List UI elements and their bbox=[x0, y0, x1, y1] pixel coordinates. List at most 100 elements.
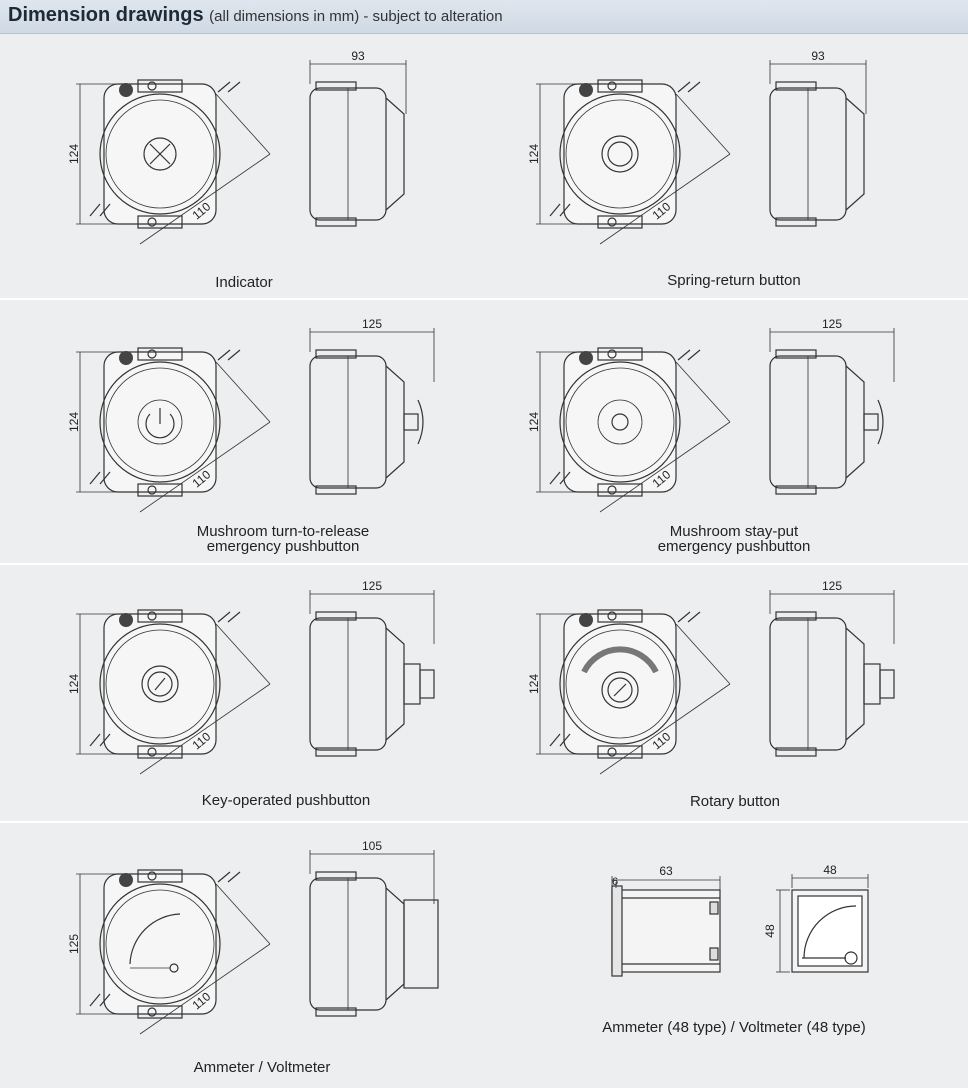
dim-width-label: 125 bbox=[362, 579, 382, 593]
side-clamp bbox=[775, 485, 817, 495]
dim-diagonal bbox=[599, 623, 731, 775]
side-clamp bbox=[315, 611, 357, 621]
front-inner-ring bbox=[565, 367, 675, 477]
fin bbox=[99, 733, 111, 747]
front-bezel bbox=[559, 93, 681, 215]
clamp bbox=[137, 745, 183, 759]
side-actuator bbox=[403, 413, 419, 431]
dim-height-label: 124 bbox=[527, 674, 541, 694]
dim-height-label: 124 bbox=[67, 412, 81, 432]
fin bbox=[677, 81, 691, 93]
fin bbox=[677, 611, 691, 623]
front-inner-ring bbox=[105, 99, 215, 209]
clamp bbox=[597, 215, 643, 229]
screw-icon bbox=[147, 611, 157, 621]
meter-48-terminal bbox=[709, 947, 719, 961]
dim-width bbox=[309, 590, 435, 644]
front-bezel bbox=[559, 361, 681, 483]
row-divider bbox=[0, 563, 968, 565]
dim-height bbox=[536, 351, 580, 493]
side-clamp bbox=[315, 349, 357, 359]
key-cylinder bbox=[141, 665, 179, 703]
front-inner-ring bbox=[105, 367, 215, 477]
row-divider bbox=[0, 821, 968, 823]
dim-diagonal bbox=[139, 883, 271, 1035]
fin bbox=[559, 471, 571, 485]
dim-width-label: 105 bbox=[362, 839, 382, 853]
front-bezel bbox=[559, 623, 681, 745]
clamp bbox=[137, 215, 183, 229]
side-clamp bbox=[775, 217, 817, 227]
side-view bbox=[309, 349, 424, 495]
screw-icon bbox=[147, 81, 157, 91]
screw-icon bbox=[607, 349, 617, 359]
side-mushroom-head bbox=[417, 399, 424, 445]
caption-key-operated-pushbutton: Key-operated pushbutton bbox=[201, 792, 371, 809]
caption-rotary-button: Rotary button bbox=[689, 793, 781, 810]
fin bbox=[227, 81, 241, 93]
front-housing bbox=[563, 613, 677, 755]
earth-screw-icon bbox=[119, 351, 133, 365]
meter-48-depth-label: 63 bbox=[659, 864, 673, 878]
lamp-lens-icon bbox=[143, 137, 177, 171]
dim-diagonal bbox=[139, 93, 271, 245]
button-ring bbox=[601, 135, 639, 173]
mushroom-center-icon bbox=[611, 413, 629, 431]
dim-diagonal bbox=[599, 93, 731, 245]
meter-48-front-view bbox=[791, 889, 869, 973]
side-clamp bbox=[315, 217, 357, 227]
dim-width bbox=[769, 60, 867, 114]
screw-icon bbox=[147, 485, 157, 495]
screw-icon bbox=[607, 485, 617, 495]
side-actuator bbox=[403, 663, 421, 705]
side-clamp bbox=[315, 81, 357, 91]
dim-width-label: 125 bbox=[822, 579, 842, 593]
fin bbox=[549, 203, 561, 217]
front-inner-ring bbox=[565, 99, 675, 209]
earth-screw-icon bbox=[119, 873, 133, 887]
front-housing bbox=[563, 351, 677, 493]
side-clamp bbox=[315, 485, 357, 495]
screw-icon bbox=[607, 217, 617, 227]
clamp bbox=[137, 609, 183, 623]
side-key-head bbox=[879, 669, 895, 699]
front-housing bbox=[103, 873, 217, 1015]
clamp bbox=[597, 609, 643, 623]
dim-height-label: 124 bbox=[67, 674, 81, 694]
dim-height-label: 124 bbox=[527, 144, 541, 164]
clamp bbox=[597, 745, 643, 759]
side-front-bezel bbox=[385, 887, 405, 1001]
screw-icon bbox=[147, 871, 157, 881]
fin bbox=[687, 81, 701, 93]
meter-48-dim-depth bbox=[611, 876, 721, 890]
front-bezel bbox=[99, 883, 221, 1005]
meter-scale-arc bbox=[129, 913, 181, 965]
front-housing bbox=[563, 83, 677, 225]
dim-width-label: 93 bbox=[811, 49, 825, 63]
screw-icon bbox=[607, 747, 617, 757]
side-front-bezel bbox=[385, 365, 405, 479]
front-bezel bbox=[99, 623, 221, 745]
side-front-bezel bbox=[845, 97, 865, 211]
front-view bbox=[89, 609, 241, 759]
fin bbox=[549, 471, 561, 485]
earth-screw-icon bbox=[579, 351, 593, 365]
clamp bbox=[137, 79, 183, 93]
side-front-bezel bbox=[845, 627, 865, 741]
fin bbox=[227, 349, 241, 361]
page-title: Dimension drawings (all dimensions in mm… bbox=[8, 4, 503, 26]
meter-48-drawing-svg: 63 6 48 48 bbox=[611, 863, 869, 977]
meter-48-dim-width bbox=[776, 874, 869, 973]
lamp-cross-icon bbox=[149, 143, 171, 165]
fin bbox=[89, 733, 101, 747]
side-view bbox=[769, 349, 884, 495]
front-view bbox=[549, 347, 701, 497]
fin bbox=[217, 81, 231, 93]
side-actuator bbox=[863, 663, 881, 705]
dim-height-label: 124 bbox=[527, 412, 541, 432]
